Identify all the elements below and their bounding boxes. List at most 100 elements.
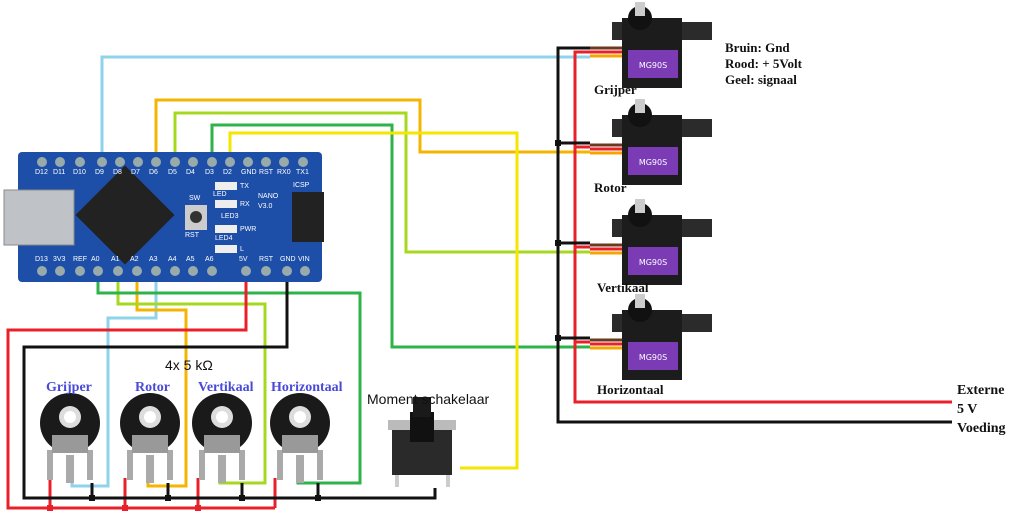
pin-label: VIN <box>298 256 310 263</box>
servo-model: MG90S <box>639 158 667 167</box>
legend-yellow: Geel: signaal <box>725 72 797 87</box>
board-marking-rst: RST <box>185 232 199 239</box>
pin-label: D4 <box>186 169 195 176</box>
pin-label: 5V <box>239 256 248 263</box>
board-marking-icsp: ICSP <box>293 182 310 189</box>
pin-d8 <box>115 157 125 167</box>
pin-d6 <box>151 157 161 167</box>
wire-black-gnd <box>22 282 437 500</box>
pin-gnd <box>243 157 253 167</box>
pin-rst <box>261 266 271 276</box>
pin-label: A5 <box>186 256 195 263</box>
legend-red: Rood: + 5Volt <box>725 56 802 71</box>
wire-red-5v <box>6 282 275 510</box>
wire-yellow-switch <box>228 131 519 470</box>
pin-a3 <box>151 266 161 276</box>
pin-label: D7 <box>131 169 140 176</box>
pin-a5 <box>188 266 198 276</box>
pin-label: D5 <box>168 169 177 176</box>
wire-red-servo <box>573 50 952 404</box>
pin-5v <box>241 266 251 276</box>
pin-label: D6 <box>149 169 158 176</box>
pin-label: TX1 <box>296 169 309 176</box>
board-marking-l: L <box>240 246 244 253</box>
pin-label: RX0 <box>277 169 291 176</box>
pin-a1 <box>113 266 123 276</box>
servo-motor: MG90S <box>590 294 712 380</box>
pin-label: D11 <box>53 169 66 176</box>
servo-motor: MG90S <box>590 99 712 185</box>
servo-label-rotor: Rotor <box>594 180 627 195</box>
board-marking-nano: NANO <box>258 193 279 200</box>
servo-model: MG90S <box>639 353 667 362</box>
pin-label: A6 <box>205 256 214 263</box>
pot-label-vertikaal: Vertikaal <box>198 380 254 395</box>
pin-label: D3 <box>205 169 214 176</box>
wire-lightgreen-signal <box>173 111 590 254</box>
pin-d10 <box>75 157 85 167</box>
servo-label-grijper: Grijper <box>594 82 637 97</box>
pin-label: A2 <box>130 256 139 263</box>
pot-label-grijper: Grijper <box>46 380 92 395</box>
momentary-switch <box>388 397 456 487</box>
pin-a2 <box>132 266 142 276</box>
pin-label: D9 <box>95 169 104 176</box>
wire-black-servo <box>556 46 952 424</box>
pin-ref <box>75 266 85 276</box>
pin-d11 <box>55 157 65 167</box>
pin-label: RST <box>259 169 273 176</box>
pin-d3 <box>207 157 217 167</box>
wire-green-signal <box>210 123 590 349</box>
arduino-nano-board <box>3 152 324 282</box>
pin-3v3 <box>55 266 65 276</box>
power-label-2: 5 V <box>957 402 978 417</box>
pin-rst <box>261 157 271 167</box>
wire-lightblue-pot <box>70 282 158 488</box>
pin-d13 <box>37 266 47 276</box>
pin-label: LED3 <box>221 213 239 220</box>
pot-value-label: 4x 5 kΩ <box>165 357 213 373</box>
pin-d2 <box>225 157 235 167</box>
pin-tx1 <box>298 157 308 167</box>
board-marking-rx: RX <box>240 201 250 208</box>
pin-label: GND <box>280 256 296 263</box>
pin-d4 <box>188 157 198 167</box>
pin-label: D8 <box>113 169 122 176</box>
potentiometer <box>270 393 330 483</box>
pin-d7 <box>133 157 143 167</box>
pin-label: A0 <box>91 256 100 263</box>
servo-label-horizontaal: Horizontaal <box>597 382 664 397</box>
pin-label: RST <box>259 256 273 263</box>
board-marking-led4: LED4 <box>215 235 233 242</box>
servo-label-vertikaal: Vertikaal <box>597 280 649 295</box>
switch-label: Moment schakelaar <box>367 391 490 407</box>
pin-gnd <box>282 266 292 276</box>
potentiometer <box>120 393 180 483</box>
pin-rx0 <box>279 157 289 167</box>
pin-label: D12 <box>35 169 48 176</box>
servo-motor: MG90S <box>590 199 712 285</box>
pin-label: REF <box>73 256 87 263</box>
pin-a0 <box>93 266 103 276</box>
pin-d9 <box>97 157 107 167</box>
servo-motor: MG90S <box>590 2 712 88</box>
pin-label: A3 <box>149 256 158 263</box>
power-label-1: Externe <box>957 383 1005 398</box>
power-label-3: Voeding <box>957 421 1006 436</box>
board-marking-pwr: PWR <box>240 226 257 233</box>
pot-label-horizontaal: Horizontaal <box>271 380 343 395</box>
pin-label: A4 <box>168 256 177 263</box>
legend-brown: Bruin: Gnd <box>725 40 790 55</box>
wire-red-pot-legs <box>48 145 590 508</box>
pin-label: LED <box>213 191 227 198</box>
pin-label: GND <box>241 169 257 176</box>
pot-label-rotor: Rotor <box>135 380 170 395</box>
pin-a6 <box>207 266 217 276</box>
potentiometer <box>40 393 100 483</box>
pin-label: D2 <box>223 169 232 176</box>
pin-label: 3V3 <box>53 256 66 263</box>
pin-d5 <box>170 157 180 167</box>
servo-model: MG90S <box>639 61 667 70</box>
board-marking-sw: SW <box>189 195 201 202</box>
